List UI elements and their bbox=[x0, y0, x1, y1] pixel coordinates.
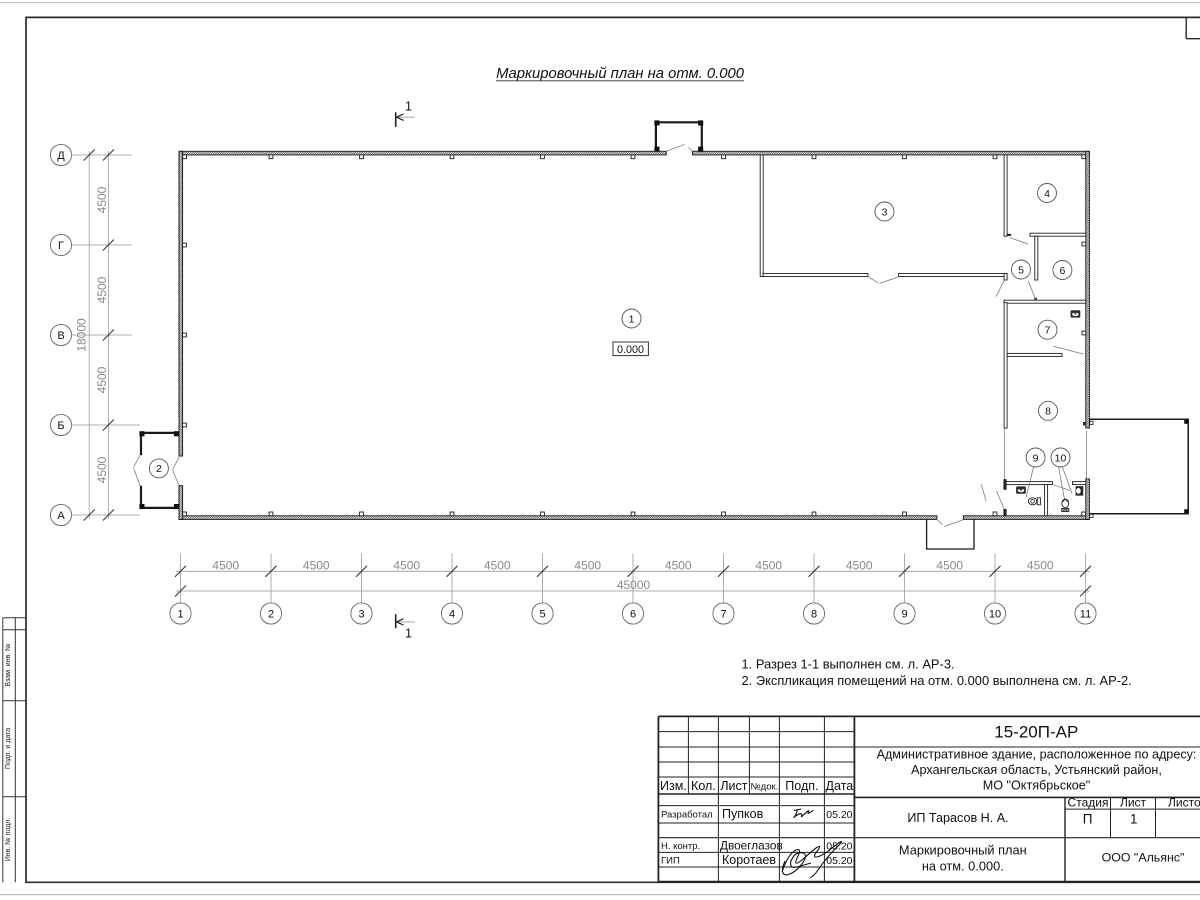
svg-text:на отм. 0.000.: на отм. 0.000. bbox=[922, 858, 1004, 873]
svg-text:4: 4 bbox=[449, 608, 455, 620]
svg-text:7: 7 bbox=[720, 608, 726, 620]
svg-text:4500: 4500 bbox=[665, 558, 692, 572]
svg-text:2. Экспликация помещений на от: 2. Экспликация помещений на отм. 0.000 в… bbox=[742, 673, 1132, 688]
svg-text:4: 4 bbox=[1044, 188, 1050, 200]
svg-text:10: 10 bbox=[989, 608, 1001, 620]
svg-text:2: 2 bbox=[268, 608, 274, 620]
svg-text:9: 9 bbox=[901, 608, 907, 620]
svg-text:Б: Б bbox=[57, 420, 64, 432]
svg-text:Административное здание, распо: Административное здание, расположенное п… bbox=[877, 748, 1197, 762]
svg-text:7: 7 bbox=[1045, 324, 1051, 336]
svg-text:В: В bbox=[57, 330, 64, 342]
svg-text:ООО "Альянс": ООО "Альянс" bbox=[1102, 851, 1185, 865]
svg-text:4500: 4500 bbox=[574, 558, 601, 572]
svg-text:Разработал: Разработал bbox=[661, 810, 713, 821]
svg-text:ГИП: ГИП bbox=[661, 856, 680, 867]
svg-text:4500: 4500 bbox=[303, 558, 330, 572]
svg-text:П: П bbox=[1083, 812, 1093, 827]
svg-text:Двоеглазов: Двоеглазов bbox=[720, 839, 783, 853]
svg-text:10: 10 bbox=[1055, 452, 1067, 464]
svg-text:4500: 4500 bbox=[95, 366, 109, 393]
svg-text:11: 11 bbox=[1080, 608, 1091, 620]
svg-text:Листов: Листов bbox=[1168, 796, 1200, 810]
svg-text:45000: 45000 bbox=[617, 578, 651, 592]
svg-text:1: 1 bbox=[405, 627, 412, 641]
svg-text:6: 6 bbox=[1059, 265, 1065, 277]
svg-text:3: 3 bbox=[358, 608, 364, 620]
svg-text:Изм.: Изм. bbox=[660, 779, 687, 793]
svg-text:ИП Тарасов Н. А.: ИП Тарасов Н. А. bbox=[907, 811, 1008, 825]
svg-text:Взам. инв. №: Взам. инв. № bbox=[5, 643, 12, 686]
svg-text:05.20: 05.20 bbox=[826, 841, 852, 853]
svg-text:1: 1 bbox=[629, 313, 635, 325]
svg-text:Лист: Лист bbox=[720, 779, 747, 793]
svg-text:№док.: №док. bbox=[750, 782, 778, 793]
svg-text:6: 6 bbox=[630, 608, 636, 620]
svg-text:Стадия: Стадия bbox=[1068, 796, 1109, 810]
svg-text:Д: Д bbox=[57, 150, 65, 162]
svg-text:Лист: Лист bbox=[1120, 796, 1147, 810]
svg-text:4500: 4500 bbox=[484, 558, 511, 572]
svg-text:Маркировочный план: Маркировочный план bbox=[899, 843, 1027, 858]
svg-text:Пупков: Пупков bbox=[722, 807, 764, 821]
svg-text:4500: 4500 bbox=[846, 558, 873, 572]
svg-text:4500: 4500 bbox=[95, 186, 109, 213]
svg-text:Подп. и дата: Подп. и дата bbox=[5, 728, 12, 769]
svg-text:Инв. № подл.: Инв. № подл. bbox=[5, 818, 12, 862]
svg-text:18000: 18000 bbox=[75, 318, 89, 352]
svg-text:15-20П-АР: 15-20П-АР bbox=[994, 723, 1078, 742]
svg-text:МО "Октябрьское": МО "Октябрьское" bbox=[983, 779, 1091, 793]
svg-text:4500: 4500 bbox=[95, 456, 109, 483]
svg-text:Дата: Дата bbox=[826, 779, 854, 793]
svg-text:8: 8 bbox=[811, 608, 817, 620]
svg-text:Коротаев: Коротаев bbox=[722, 853, 776, 867]
svg-text:Подп.: Подп. bbox=[785, 779, 818, 793]
svg-text:4500: 4500 bbox=[755, 558, 782, 572]
svg-text:4500: 4500 bbox=[95, 276, 109, 303]
svg-text:Архангельская область, Устьянс: Архангельская область, Устьянский район, bbox=[911, 763, 1162, 777]
svg-text:4500: 4500 bbox=[393, 558, 420, 572]
svg-text:05.20: 05.20 bbox=[826, 809, 852, 821]
svg-text:Кол.: Кол. bbox=[691, 779, 716, 793]
svg-text:Г: Г bbox=[58, 240, 64, 252]
svg-text:Маркировочный план на отм. 0.0: Маркировочный план на отм. 0.000 bbox=[496, 66, 745, 82]
svg-text:1. Разрез 1-1 выполнен см. л.: 1. Разрез 1-1 выполнен см. л. АР-3. bbox=[742, 656, 955, 671]
svg-text:1: 1 bbox=[1130, 812, 1138, 827]
svg-text:5: 5 bbox=[1018, 264, 1024, 276]
svg-text:05.20: 05.20 bbox=[826, 855, 852, 867]
svg-text:4500: 4500 bbox=[212, 558, 239, 572]
svg-text:8: 8 bbox=[1045, 406, 1051, 418]
svg-text:3: 3 bbox=[882, 206, 888, 218]
svg-text:0.000: 0.000 bbox=[617, 344, 644, 356]
svg-text:4500: 4500 bbox=[936, 558, 963, 572]
svg-text:1: 1 bbox=[177, 608, 183, 620]
svg-text:4500: 4500 bbox=[1027, 558, 1054, 572]
svg-text:А: А bbox=[57, 510, 65, 522]
svg-text:1: 1 bbox=[405, 100, 412, 114]
svg-text:Н. контр.: Н. контр. bbox=[661, 841, 700, 852]
svg-text:9: 9 bbox=[1033, 452, 1039, 464]
svg-text:5: 5 bbox=[539, 608, 545, 620]
svg-text:2: 2 bbox=[156, 463, 162, 475]
